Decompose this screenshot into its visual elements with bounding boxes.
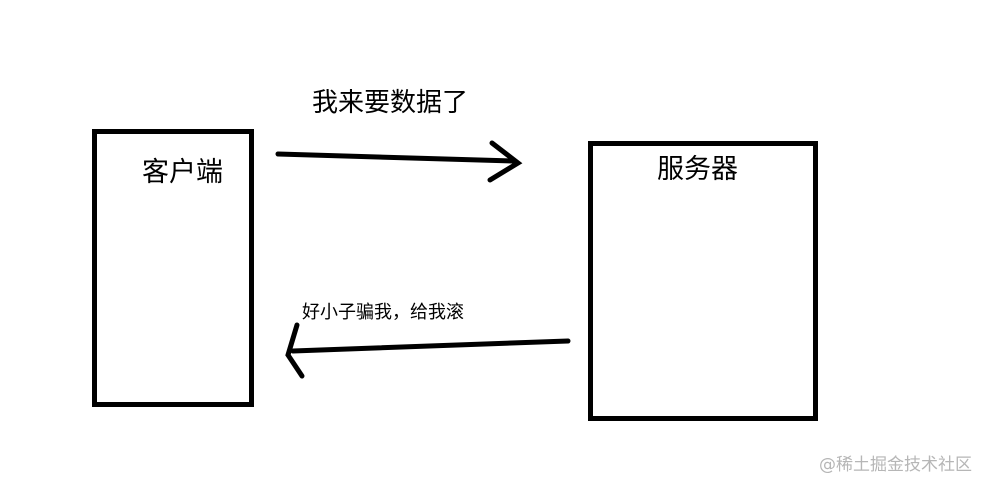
response-arrow-shaft	[290, 338, 571, 354]
request-arrow	[275, 140, 523, 183]
client-box	[92, 129, 254, 407]
client-label: 客户端	[142, 157, 223, 188]
response-arrow-label: 好小子骗我，给我滚	[302, 302, 464, 323]
request-arrow-shaft	[275, 151, 516, 164]
request-arrow-label: 我来要数据了	[312, 88, 469, 118]
response-arrow-head-icon	[285, 322, 305, 379]
request-arrow-head-icon	[487, 140, 523, 183]
response-arrow	[285, 322, 571, 379]
server-label: 服务器	[657, 154, 738, 185]
watermark: @稀土掘金技术社区	[819, 455, 972, 475]
server-box	[588, 141, 818, 421]
